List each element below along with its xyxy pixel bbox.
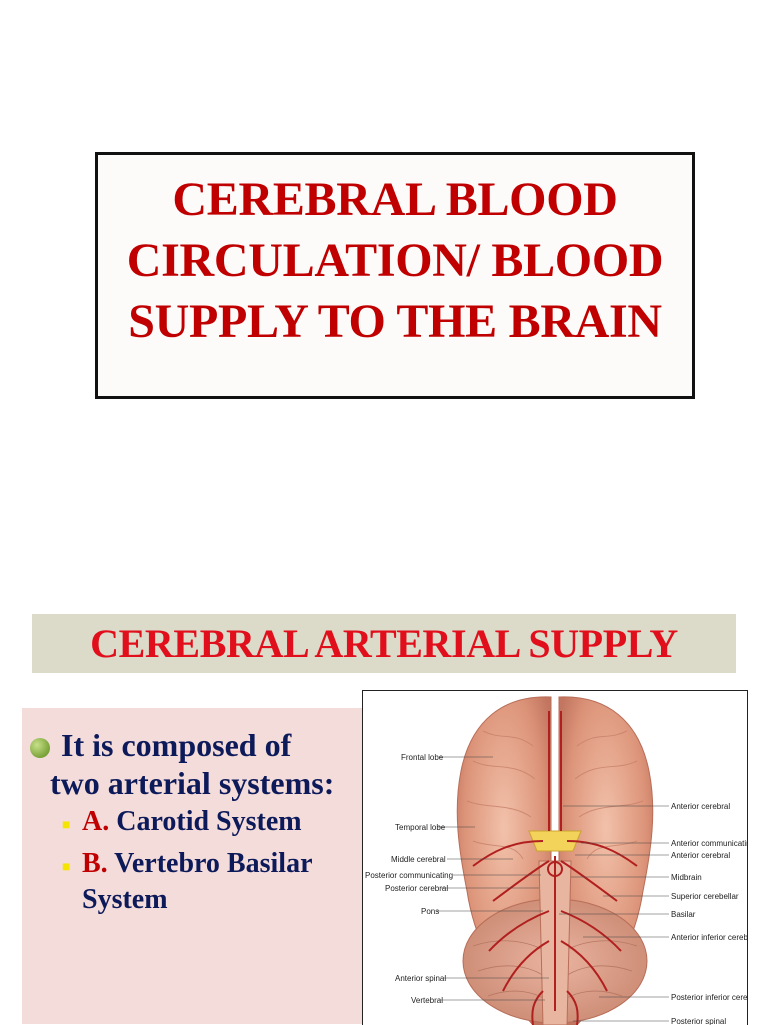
sub-item-text-line-2: System bbox=[82, 884, 168, 915]
label-posterior-inferior-cerebellar: Posterior inferior cerebellar bbox=[671, 993, 747, 1002]
label-basilar: Basilar bbox=[671, 910, 696, 919]
sub-item-letter: A. bbox=[82, 806, 110, 837]
label-anterior-cerebral: Anterior cerebral bbox=[671, 802, 730, 811]
sub-item-text: Carotid System bbox=[109, 806, 302, 837]
banner-heading: CEREBRAL ARTERIAL SUPPLY bbox=[90, 621, 678, 666]
label-anterior-inferior-cerebellar: Anterior inferior cerebellar bbox=[671, 933, 747, 942]
label-pons: Pons bbox=[421, 907, 439, 916]
label-anterior-spinal: Anterior spinal bbox=[395, 974, 446, 983]
title-line-3: SUPPLY TO THE BRAIN bbox=[128, 295, 662, 348]
sub-item-a: ■ A. Carotid System bbox=[62, 804, 372, 840]
star-bullet-icon: ■ bbox=[62, 860, 71, 875]
sub-item-letter: B. bbox=[82, 848, 108, 879]
bullet-line-2: two arterial systems: bbox=[50, 765, 335, 801]
figure-left-labels: Frontal lobe Temporal lobe Middle cerebr… bbox=[365, 753, 453, 1005]
main-bullet: It is composed of two arterial systems: bbox=[30, 726, 360, 802]
brain-illustration: Frontal lobe Temporal lobe Middle cerebr… bbox=[365, 696, 747, 1025]
title-line-1: CEREBRAL BLOOD bbox=[172, 173, 618, 226]
bullet-dot-icon bbox=[30, 738, 50, 758]
section-banner: CEREBRAL ARTERIAL SUPPLY bbox=[32, 614, 736, 673]
content-panel: It is composed of two arterial systems: … bbox=[22, 708, 362, 1024]
star-bullet-icon: ■ bbox=[62, 818, 71, 833]
optic-chiasm-shape bbox=[528, 830, 582, 852]
figure-right-labels: Anterior cerebral Anterior communicating… bbox=[671, 802, 747, 1025]
label-anterior-communicating: Anterior communicating bbox=[671, 839, 747, 848]
title-line-2: CIRCULATION/ BLOOD bbox=[126, 234, 664, 287]
sub-item-b: ■ B. Vertebro Basilar System bbox=[62, 846, 372, 918]
title-box: CEREBRAL BLOOD CIRCULATION/ BLOOD SUPPLY… bbox=[95, 152, 695, 399]
label-posterior-cerebral: Posterior cerebral bbox=[385, 884, 448, 893]
label-posterior-communicating: Posterior communicating bbox=[365, 871, 453, 880]
label-midbrain: Midbrain bbox=[671, 873, 702, 882]
label-middle-cerebral: Middle cerebral bbox=[391, 855, 446, 864]
label-superior-cerebellar: Superior cerebellar bbox=[671, 892, 739, 901]
sub-item-text: Vertebro Basilar bbox=[107, 848, 313, 879]
label-frontal-lobe: Frontal lobe bbox=[401, 753, 444, 762]
label-vertebral: Vertebral bbox=[411, 996, 443, 1005]
label-posterior-spinal: Posterior spinal bbox=[671, 1017, 726, 1025]
brain-figure: Frontal lobe Temporal lobe Middle cerebr… bbox=[362, 690, 748, 1025]
label-temporal-lobe: Temporal lobe bbox=[395, 823, 446, 832]
slide-title: CEREBRAL BLOOD CIRCULATION/ BLOOD SUPPLY… bbox=[98, 169, 692, 352]
bullet-line-1: It is composed of bbox=[61, 727, 292, 763]
label-anterior-cerebral-2: Anterior cerebral bbox=[671, 851, 730, 860]
